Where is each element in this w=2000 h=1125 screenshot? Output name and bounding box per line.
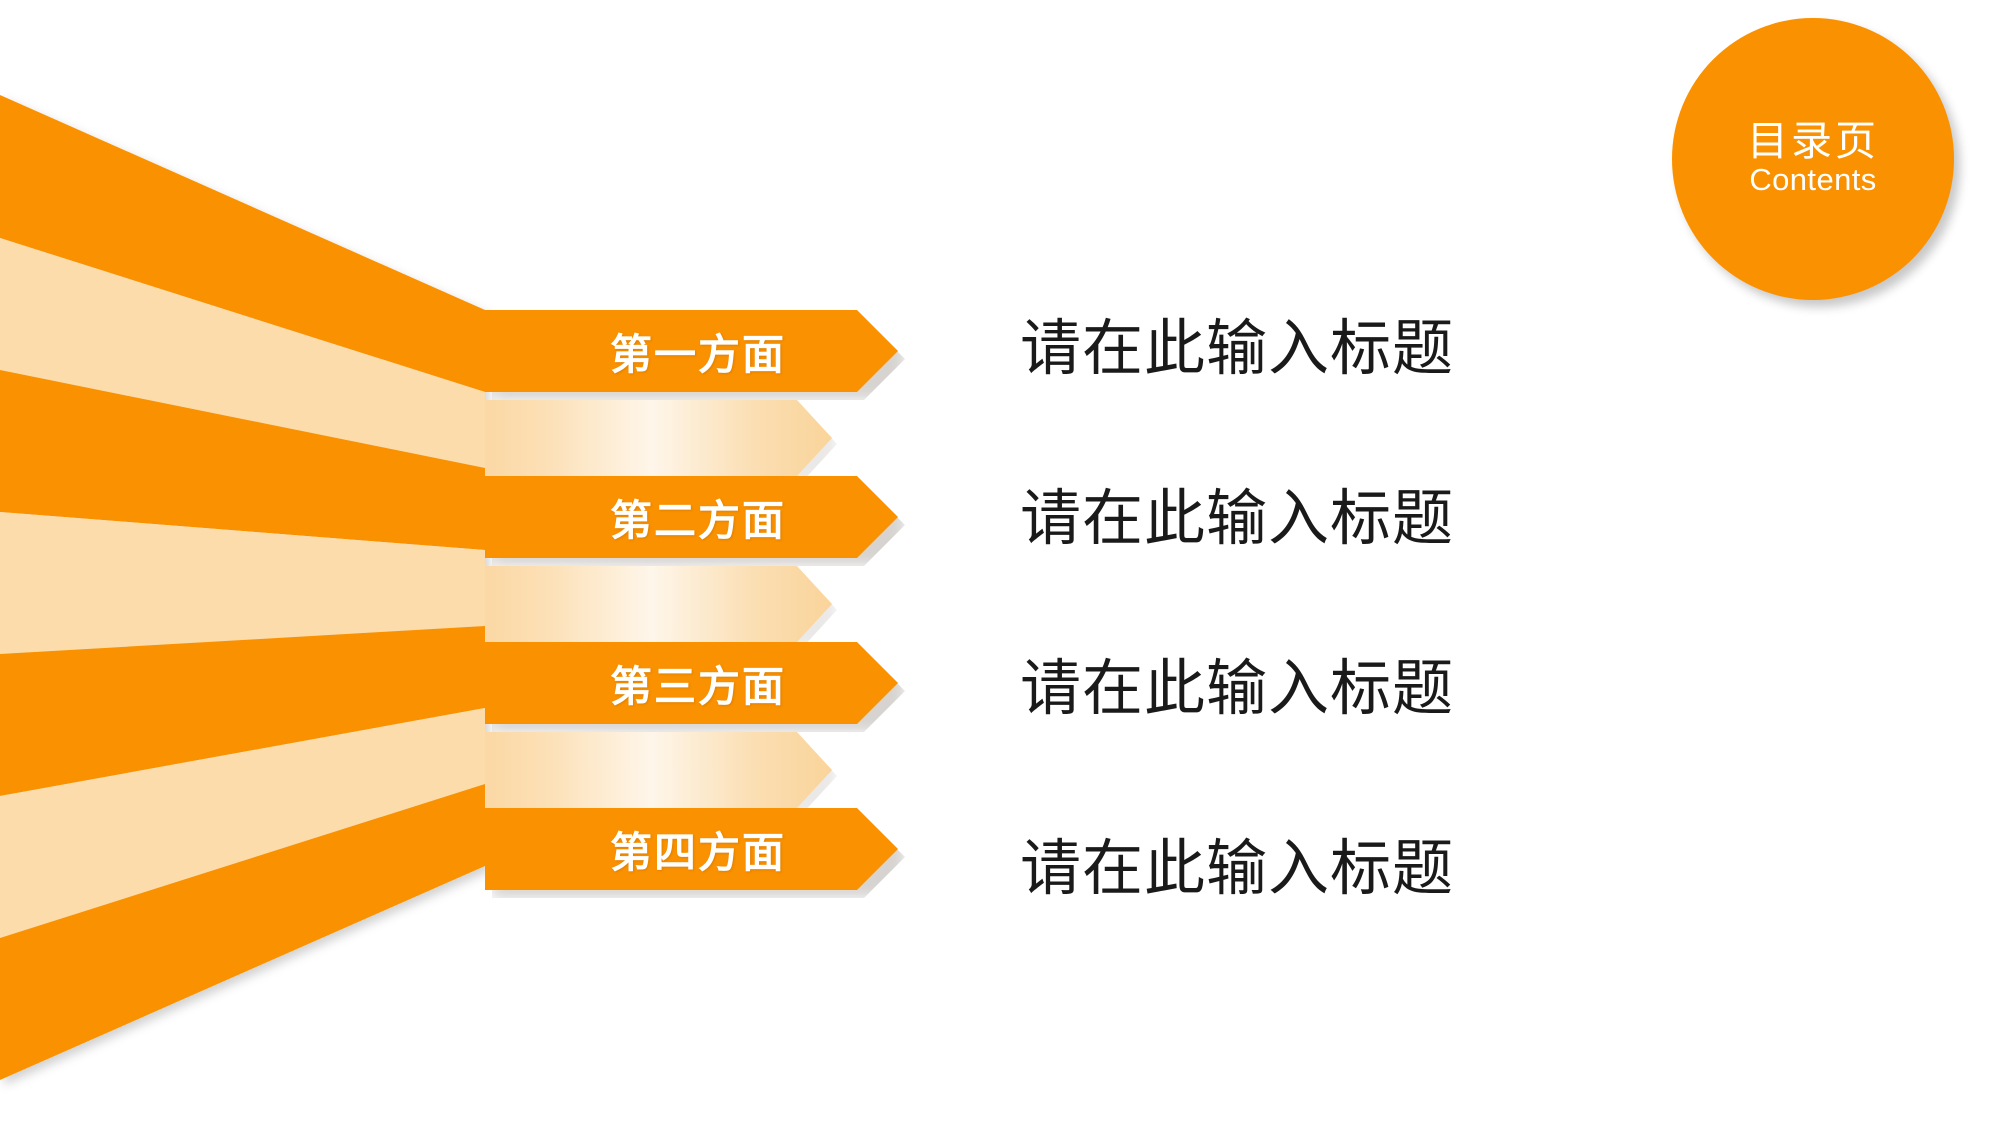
chevron-tab-2-shape bbox=[485, 476, 898, 558]
chevron-tab-3-label: 第三方面 bbox=[609, 662, 786, 710]
chevron-spacer-2-shape bbox=[485, 566, 832, 642]
ribbon-band-6 bbox=[0, 708, 485, 938]
chevron-spacer-1-shape bbox=[485, 400, 832, 476]
chevron-tab-2[interactable]: 第二方面 bbox=[485, 476, 898, 558]
chevron-spacer-2 bbox=[485, 566, 832, 642]
chevron-tab-3[interactable]: 第三方面 bbox=[485, 642, 898, 724]
item-title-2: 请在此输入标题 bbox=[1020, 484, 1455, 552]
ribbon-band-3 bbox=[0, 370, 485, 550]
chevron-spacer-1 bbox=[485, 400, 832, 476]
chevron-tab-1[interactable]: 第一方面 bbox=[485, 310, 898, 392]
ribbon-band-1 bbox=[0, 95, 485, 392]
item-title-4: 请在此输入标题 bbox=[1020, 834, 1455, 902]
contents-badge-title-cn: 目录页 bbox=[1747, 118, 1879, 165]
chevron-tab-3-shape bbox=[485, 642, 898, 724]
ribbon-band-5 bbox=[0, 626, 485, 796]
chevron-tab-4-shape bbox=[485, 808, 898, 890]
ribbon-band-2 bbox=[0, 238, 485, 468]
item-title-1: 请在此输入标题 bbox=[1020, 314, 1455, 382]
chevron-tab-4[interactable]: 第四方面 bbox=[485, 808, 898, 890]
chevron-tab-4-label: 第四方面 bbox=[609, 828, 786, 876]
chevron-tab-1-label: 第一方面 bbox=[609, 330, 786, 378]
chevron-tab-1-shape bbox=[485, 310, 898, 392]
item-title-3: 请在此输入标题 bbox=[1020, 654, 1455, 722]
ribbon-band-4 bbox=[0, 512, 485, 654]
chevron-spacer-3 bbox=[485, 732, 832, 808]
contents-badge-title-en: Contents bbox=[1749, 162, 1877, 198]
chevron-spacer-3-shape bbox=[485, 732, 832, 808]
ribbon-band-7 bbox=[0, 784, 485, 1080]
chevron-tab-2-label: 第二方面 bbox=[609, 496, 786, 544]
contents-badge[interactable]: 目录页 Contents bbox=[1672, 18, 1954, 300]
